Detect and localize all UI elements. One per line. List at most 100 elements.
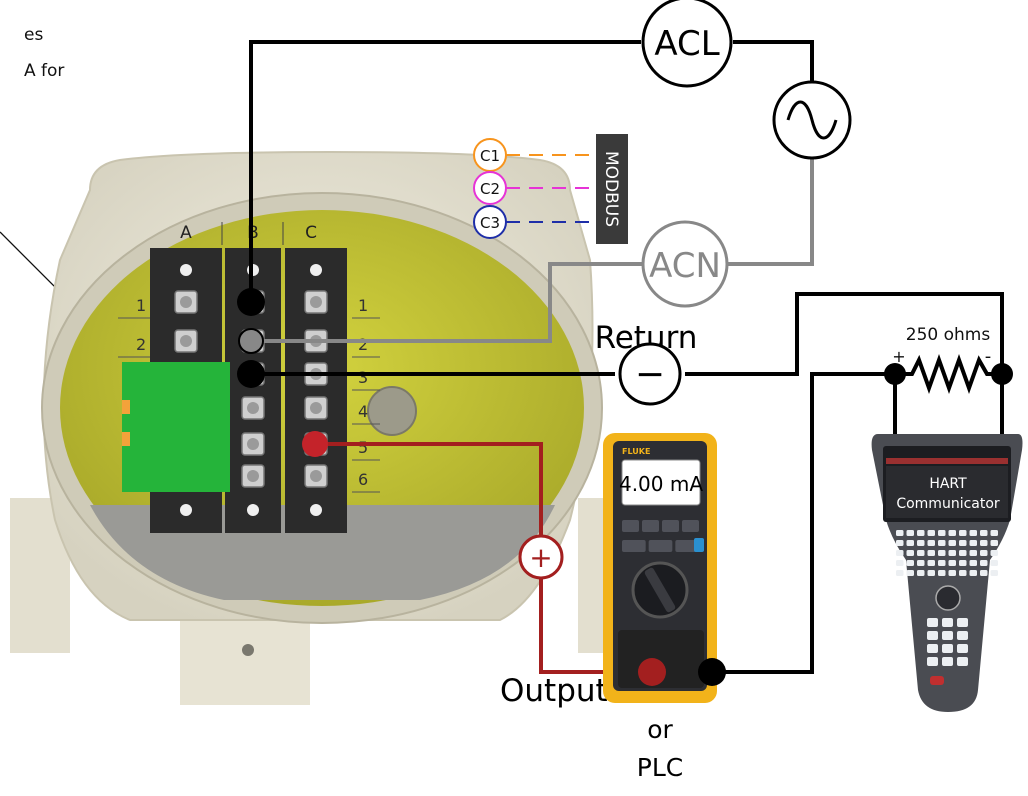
wire-return-to-resistor bbox=[685, 292, 1004, 376]
plus-icon: + bbox=[529, 541, 552, 574]
modbus-channel-label: C2 bbox=[480, 180, 500, 198]
hart-key[interactable] bbox=[917, 570, 925, 576]
meter-button[interactable] bbox=[642, 520, 659, 532]
acl-label: ACL bbox=[654, 24, 719, 64]
hart-key[interactable] bbox=[906, 570, 915, 576]
hart-key[interactable] bbox=[938, 550, 946, 556]
hart-key[interactable] bbox=[959, 570, 967, 576]
row-label-right: 4 bbox=[358, 402, 368, 421]
hart-key[interactable] bbox=[980, 540, 988, 546]
hart-number-key[interactable] bbox=[942, 644, 953, 653]
hart-key[interactable] bbox=[959, 550, 967, 556]
hart-number-key[interactable] bbox=[957, 644, 968, 653]
hart-key[interactable] bbox=[969, 530, 978, 536]
hart-key[interactable] bbox=[948, 570, 957, 576]
hart-key[interactable] bbox=[959, 560, 967, 566]
meter-button[interactable] bbox=[675, 540, 699, 552]
hart-key[interactable] bbox=[969, 540, 978, 546]
terminal-b3-dot[interactable] bbox=[237, 360, 265, 388]
meter-buttons bbox=[622, 520, 704, 552]
hart-red-key[interactable] bbox=[930, 676, 944, 685]
hart-number-key[interactable] bbox=[942, 631, 953, 640]
hart-key[interactable] bbox=[927, 570, 936, 576]
terminal-screw-head bbox=[180, 296, 192, 308]
hart-key[interactable] bbox=[906, 540, 915, 546]
hart-key[interactable] bbox=[959, 540, 967, 546]
hart-number-key[interactable] bbox=[927, 657, 938, 666]
green-io-module[interactable] bbox=[122, 362, 230, 492]
meter-button[interactable] bbox=[648, 540, 673, 552]
module-connector-pin bbox=[122, 432, 130, 446]
hart-key[interactable] bbox=[959, 530, 967, 536]
hart-number-key[interactable] bbox=[957, 657, 968, 666]
hart-number-key[interactable] bbox=[927, 631, 938, 640]
hart-key[interactable] bbox=[896, 540, 904, 546]
hart-key[interactable] bbox=[980, 550, 988, 556]
hart-key[interactable] bbox=[896, 560, 904, 566]
acn-label: ACN bbox=[649, 246, 721, 286]
hart-key[interactable] bbox=[917, 560, 925, 566]
terminal-c5-dot[interactable] bbox=[302, 431, 328, 457]
hart-key[interactable] bbox=[969, 560, 978, 566]
hart-number-key[interactable] bbox=[942, 657, 953, 666]
hart-number-key[interactable] bbox=[942, 618, 953, 627]
meter-button[interactable] bbox=[622, 540, 646, 552]
hart-key[interactable] bbox=[938, 570, 946, 576]
hart-key[interactable] bbox=[896, 530, 904, 536]
hart-key[interactable] bbox=[917, 530, 925, 536]
terminal-screw-head bbox=[180, 335, 192, 347]
wire-acn-to-source bbox=[727, 158, 814, 266]
meter-reading: 4.00 mA bbox=[619, 472, 703, 496]
hart-key[interactable] bbox=[980, 530, 988, 536]
acn-node bbox=[641, 220, 729, 308]
hart-key[interactable] bbox=[917, 550, 925, 556]
output-label: Output bbox=[500, 673, 608, 709]
hart-key[interactable] bbox=[938, 560, 946, 566]
hart-key[interactable] bbox=[980, 560, 988, 566]
hart-key[interactable] bbox=[927, 560, 936, 566]
hart-key[interactable] bbox=[927, 530, 936, 536]
hart-key[interactable] bbox=[969, 550, 978, 556]
meter-blue-button[interactable] bbox=[694, 538, 704, 552]
terminal-mount-hole bbox=[180, 504, 192, 516]
hart-nav-pad[interactable] bbox=[935, 585, 961, 611]
hart-key[interactable] bbox=[948, 540, 957, 546]
hart-key[interactable] bbox=[938, 530, 946, 536]
hart-key[interactable] bbox=[927, 550, 936, 556]
hart-key[interactable] bbox=[938, 540, 946, 546]
hart-number-key[interactable] bbox=[957, 631, 968, 640]
wire-acn bbox=[251, 262, 643, 343]
terminal-b1-dot[interactable] bbox=[237, 288, 265, 316]
hart-key[interactable] bbox=[990, 540, 999, 546]
hart-key[interactable] bbox=[906, 550, 915, 556]
meter-button[interactable] bbox=[682, 520, 699, 532]
hart-key[interactable] bbox=[990, 570, 999, 576]
hart-key[interactable] bbox=[990, 530, 999, 536]
hart-key[interactable] bbox=[917, 540, 925, 546]
hart-key[interactable] bbox=[990, 550, 999, 556]
hart-number-key[interactable] bbox=[927, 644, 938, 653]
meter-com-jack[interactable] bbox=[698, 658, 726, 686]
hart-key[interactable] bbox=[948, 560, 957, 566]
hart-number-key[interactable] bbox=[927, 618, 938, 627]
hart-key[interactable] bbox=[927, 540, 936, 546]
row-label-right: 1 bbox=[358, 296, 368, 315]
hart-key[interactable] bbox=[896, 570, 904, 576]
hart-key[interactable] bbox=[906, 530, 915, 536]
hart-key[interactable] bbox=[906, 560, 915, 566]
hart-number-key[interactable] bbox=[957, 618, 968, 627]
hart-key[interactable] bbox=[990, 560, 999, 566]
plc-label: PLC bbox=[637, 753, 683, 782]
hart-key[interactable] bbox=[948, 550, 957, 556]
hart-key[interactable] bbox=[896, 550, 904, 556]
meter-output-jack[interactable] bbox=[638, 658, 666, 686]
meter-button[interactable] bbox=[662, 520, 679, 532]
hart-key[interactable] bbox=[980, 570, 988, 576]
hart-key[interactable] bbox=[948, 530, 957, 536]
terminal-b2-dot[interactable] bbox=[238, 328, 264, 354]
hart-key[interactable] bbox=[969, 570, 978, 576]
meter-button[interactable] bbox=[622, 520, 639, 532]
